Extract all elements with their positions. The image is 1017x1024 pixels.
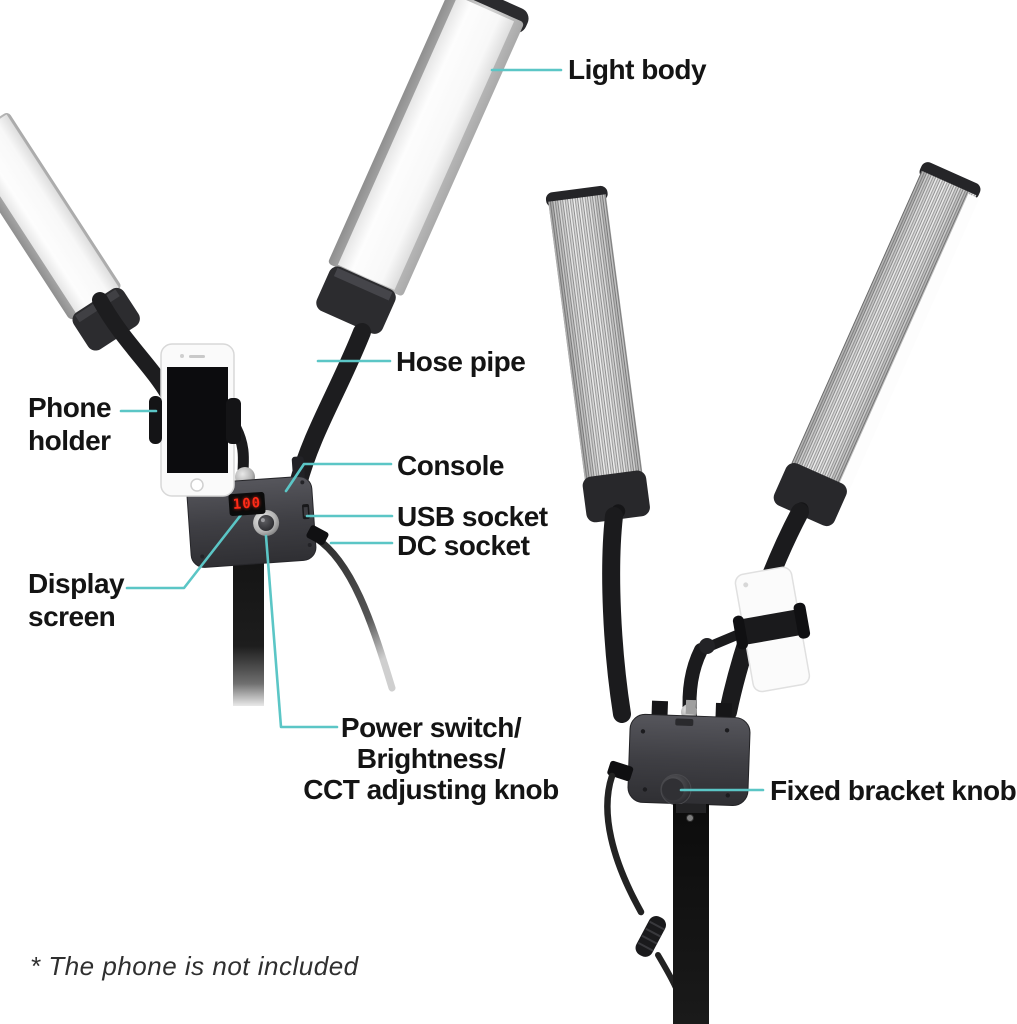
dc-socket-plug <box>306 525 329 545</box>
dc-cable-left <box>312 534 396 692</box>
leader-console <box>284 462 393 493</box>
left-light-bar <box>0 113 140 351</box>
label-light-body: Light body <box>568 54 707 85</box>
leader-power-knob <box>264 534 339 729</box>
label-phone-holder-line1: Phone <box>28 392 112 423</box>
leader-lines <box>119 68 765 792</box>
power-knob-part <box>253 509 280 536</box>
light-body-bar <box>316 0 529 334</box>
label-power-knob: Power switch/ Brightness/ CCT adjusting … <box>285 712 577 805</box>
power-cable-back <box>604 772 645 916</box>
label-dc-socket: DC socket <box>397 530 530 561</box>
phone-clamp-right <box>226 398 241 444</box>
leader-display-screen <box>125 509 246 590</box>
label-phone-holder: Phone holder <box>28 391 112 457</box>
phone-clamp-left <box>149 396 162 444</box>
footnote-phone-not-included: * The phone is not included <box>30 951 359 981</box>
label-power-knob-line3: CCT adjusting knob <box>303 774 559 805</box>
label-hose-pipe: Hose pipe <box>396 346 526 377</box>
label-usb-socket: USB socket <box>397 501 548 532</box>
label-fixed-bracket-knob: Fixed bracket knob <box>770 775 1017 806</box>
phone-arm-joint <box>699 638 715 654</box>
stand-pole-left <box>233 556 264 706</box>
label-power-knob-line2: Brightness/ <box>356 743 506 774</box>
console-display-screen: 100 <box>228 491 266 517</box>
label-display-screen: Display screen <box>28 567 125 633</box>
stand-pole-right <box>673 804 709 1024</box>
label-power-knob-line1: Power switch/ <box>340 712 522 743</box>
hose-back-left <box>602 507 631 723</box>
phone-left <box>149 343 241 497</box>
phone-clamp-bar <box>735 608 809 646</box>
hose-pipe <box>289 323 371 493</box>
phone-right <box>732 566 811 693</box>
label-phone-holder-line2: holder <box>28 425 111 456</box>
label-display-screen-line1: Display <box>28 568 125 599</box>
ribbed-light-bar-right <box>773 162 981 527</box>
label-display-screen-line2: screen <box>28 601 116 632</box>
fixed-bracket-knob-part <box>660 774 692 806</box>
cable-connector <box>635 916 666 957</box>
console-back <box>627 699 751 807</box>
ribbed-light-bar-left <box>545 185 650 523</box>
label-console: Console <box>397 450 504 481</box>
